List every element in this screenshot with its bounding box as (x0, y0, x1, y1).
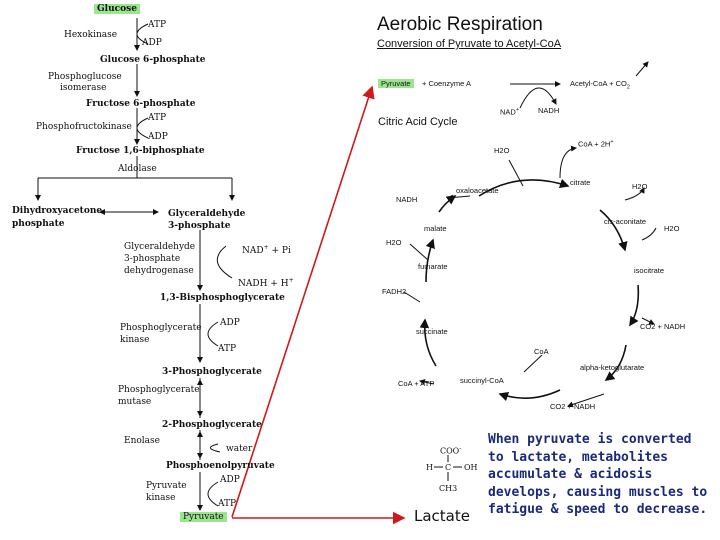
succinate-label: succinate (416, 327, 448, 336)
lactate-note: When pyruvate is converted to lactate, m… (488, 431, 718, 519)
dihydroxyacetone-label: Dihydroxyacetone (12, 206, 103, 216)
glyceraldehyde-label: Glyceraldehyde (168, 209, 246, 219)
acetyl-coa-label: Acetyl-CoA + CO2 (570, 79, 630, 91)
succinyl-coa-label: succinyl-CoA (460, 376, 504, 385)
phosphoenolpyruvate-label: Phosphoenolpyruvate (166, 461, 275, 471)
lactate-ch3-label: CH3 (439, 484, 458, 493)
enolase-label: Enolase (124, 436, 160, 446)
malate-label: malate (424, 224, 447, 233)
h2o-left-label: H2O (386, 238, 402, 247)
note-line: develops, causing muscles to (488, 484, 708, 500)
nadh-left-label: NADH (396, 195, 418, 204)
g3p-phosphate-label: 3-phosphate (168, 221, 231, 231)
lactate-coo-label: COO- (440, 445, 462, 456)
nad-label: NAD+ + Pi (242, 244, 291, 256)
phosphoglycerate-kinase-label: Phosphoglycerate (120, 323, 202, 333)
glucose-6-phosphate-label: Glucose 6-phosphate (100, 55, 206, 65)
atp-label-2: ATP (148, 113, 167, 123)
nad-plus-label: NAD+ (500, 107, 520, 117)
oxaloacetate-label: oxaloacetate (456, 186, 499, 195)
pyruvate-kinase-label-2: kinase (146, 493, 176, 503)
isocitrate-label: isocitrate (634, 266, 665, 275)
cis-aconitate-label: cis-aconitate (604, 217, 647, 226)
glucose-label: Glucose (94, 4, 140, 14)
atp-label-4: ATP (218, 499, 237, 509)
gapdh-label-2: 3-phosphate (124, 254, 181, 264)
nadh-label-top: NADH (538, 106, 560, 115)
fructose-6-phosphate-label: Fructose 6-phosphate (86, 99, 196, 109)
adp-label-4: ADP (220, 475, 240, 485)
citric-acid-cycle-title: Citric Acid Cycle (378, 116, 458, 128)
pyruvate-label: Pyruvate (378, 79, 414, 88)
pyruvate-end-label: Pyruvate (180, 512, 227, 522)
co2-nadh-label-2: CO2 + NADH (550, 402, 596, 411)
coa-mid-label: CoA (534, 347, 549, 356)
dhap-phosphate-label: phosphate (12, 219, 65, 229)
atp-label-3: ATP (218, 344, 237, 354)
note-line: When pyruvate is converted (488, 432, 692, 447)
phosphoglucose-isomerase-label: Phosphoglucose (48, 72, 122, 82)
citrate-label: citrate (570, 178, 591, 187)
phosphofructokinase-label: Phosphofructokinase (36, 122, 132, 132)
nadh-label: NADH + H+ (238, 277, 294, 289)
fadh2-label: FADH2 (382, 287, 407, 296)
h2o-top-label: H2O (494, 146, 510, 155)
aldolase-label: Aldolase (118, 164, 157, 174)
aerobic-title: Aerobic Respiration (377, 14, 543, 35)
pyruvate-kinase-label: Pyruvate (146, 481, 187, 491)
lactate-h-label: H (426, 463, 433, 472)
h2o-right-label-2: H2O (664, 224, 680, 233)
lactate-oh-label: OH (464, 463, 478, 472)
note-line: to lactate, metabolites (488, 449, 669, 465)
3-phosphoglycerate-label: 3-Phosphoglycerate (162, 367, 262, 377)
aerobic-subtitle: Conversion of Pyruvate to Acetyl-CoA (377, 38, 562, 50)
note-line: accumulate & acidosis (488, 467, 653, 482)
lactate-label: Lactate (414, 507, 470, 525)
phosphoglycerate-kinase-label-2: kinase (120, 335, 150, 345)
hexokinase-label: Hexokinase (64, 30, 118, 40)
2-phosphoglycerate-label: 2-Phosphoglycerate (162, 420, 262, 430)
gapdh-label: Glyceraldehyde (124, 242, 196, 252)
coenzyme-a-label: + Coenzyme A (422, 79, 471, 88)
phosphoglycerate-mutase-label-2: mutase (118, 397, 152, 407)
fumarate-label: fumarate (418, 262, 448, 271)
water-label: water (226, 444, 253, 454)
adp-label-3: ADP (220, 318, 240, 328)
lactate-c-label: C (445, 463, 452, 472)
alpha-ketoglutarate-label: alpha-ketoglutarate (580, 363, 645, 372)
coa-2h-label: CoA + 2H+ (578, 139, 614, 149)
adp-label-2: ADP (148, 132, 168, 142)
atp-label: ATP (148, 20, 167, 30)
h2o-right-label: H2O (632, 182, 648, 191)
adp-label: ADP (142, 38, 162, 48)
fructose-16-biphosphate-label: Fructose 1,6-biphosphate (76, 146, 205, 156)
note-line: fatigue & speed to decrease. (488, 502, 708, 517)
gapdh-label-3: dehydrogenase (124, 266, 194, 276)
bisphosphoglycerate-label: 1,3-Bisphosphoglycerate (160, 293, 285, 303)
phosphoglycerate-mutase-label: Phosphoglycerate (118, 385, 200, 395)
coa-atp-label: CoA + ATP (398, 379, 435, 388)
co2-nadh-label: CO2 + NADH (640, 322, 686, 331)
phosphoglucose-isomerase-label-2: isomerase (60, 83, 107, 93)
